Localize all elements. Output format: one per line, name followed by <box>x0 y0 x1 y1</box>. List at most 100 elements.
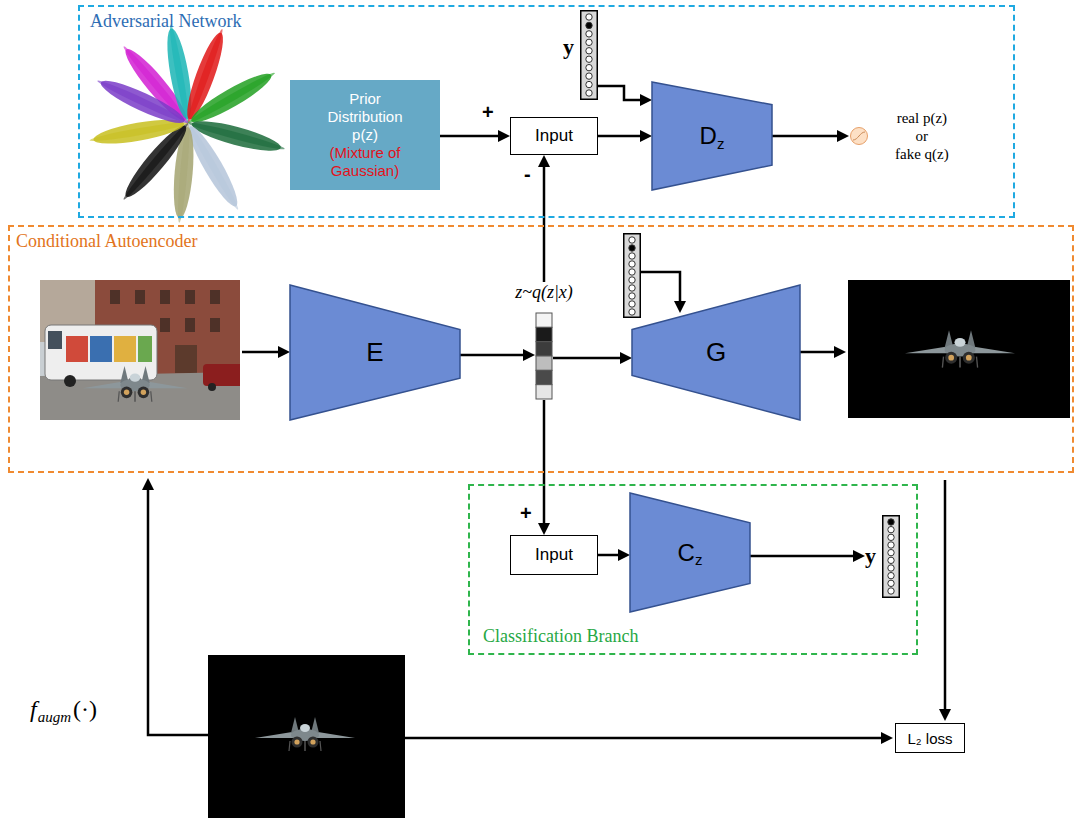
network-block <box>652 82 772 190</box>
block-label: E <box>366 337 383 368</box>
function-name: f <box>30 696 37 723</box>
latent-vector: z~q(z|x) <box>515 282 573 400</box>
latent-cell <box>536 342 552 356</box>
network-block <box>290 285 460 420</box>
vector-cell <box>888 549 894 555</box>
connector-arrow <box>553 357 624 360</box>
vector-frame <box>883 515 900 597</box>
vector-cell <box>586 39 592 45</box>
box-label: Prior Distribution p(z) <box>317 90 413 144</box>
classification-region: Input Cz yClassification Branch <box>468 484 918 655</box>
vector-cell <box>586 73 592 79</box>
latent-cell <box>536 327 552 341</box>
function-subscript: augm <box>38 709 71 726</box>
generator-block: G <box>632 285 800 420</box>
block-label: G <box>706 337 726 368</box>
network-block <box>630 493 750 612</box>
vector-cell <box>888 526 894 532</box>
classifier-block: Cz <box>630 493 750 612</box>
label-holder: Cz <box>630 493 750 612</box>
autoencoder-region: Ez~q(z|x) G Conditional Autoencoder <box>8 225 1074 473</box>
latent-label: z~q(z|x) <box>515 282 573 303</box>
target-image <box>208 655 405 818</box>
connector-arrow <box>772 135 841 138</box>
connector-arrow <box>750 555 857 558</box>
sign-label: - <box>524 163 531 185</box>
label-vector: y <box>865 515 900 598</box>
sigmoid-symbol <box>849 126 869 146</box>
vector-cell <box>888 587 894 593</box>
block-subscript: z <box>717 135 725 152</box>
sigmoid-curve <box>853 132 865 140</box>
connector-arrow <box>543 163 546 282</box>
region-title: Conditional Autoencoder <box>16 231 197 252</box>
sign-label: + <box>520 502 532 524</box>
discriminator-block: Dz <box>652 82 772 190</box>
connector-arrow <box>440 135 502 138</box>
prior-box: Prior Distribution p(z)(Mixture of Gauss… <box>290 80 440 190</box>
output-label: real p(z) <box>897 109 947 127</box>
block-subscript: z <box>695 551 703 568</box>
vector-cell <box>888 518 894 524</box>
one-hot-vector <box>580 10 598 100</box>
box-label: Input <box>535 126 573 146</box>
label-holder: E <box>290 285 460 420</box>
input-box: Input <box>510 117 598 155</box>
data-flow-arrow <box>148 272 945 738</box>
block-label: C <box>678 539 695 567</box>
label-holder: G <box>632 285 800 420</box>
label-holder: Dz <box>652 82 772 190</box>
function-argument: (·) <box>73 696 97 723</box>
vector-label: y <box>563 34 574 60</box>
input-box: Input <box>510 535 598 575</box>
block-label: D <box>700 122 717 150</box>
loss-box: L₂ loss <box>895 723 965 753</box>
label-holder: real p(z)orfake q(z) <box>895 109 949 163</box>
sigmoid-circle <box>851 128 868 145</box>
one-hot-vector <box>882 515 900 598</box>
connector-arrow <box>460 354 527 357</box>
region-title: Classification Branch <box>483 626 638 647</box>
network-block <box>632 285 800 420</box>
title-holder: Conditional Autoencoder <box>16 231 197 252</box>
gaussian-scatter <box>88 23 287 223</box>
connector-arrow <box>598 86 644 100</box>
vector-cell <box>586 22 592 28</box>
box-note: (Mixture of Gaussian) <box>317 144 413 180</box>
vector-cell <box>586 56 592 62</box>
function-label: faugm(·) <box>30 696 97 726</box>
label-vector: y <box>563 10 598 100</box>
vector-cell <box>586 81 592 87</box>
vector-cell <box>888 572 894 578</box>
label-vector <box>624 234 641 318</box>
vector-cell <box>586 64 592 70</box>
sigmoid-output: real p(z)orfake q(z) <box>849 109 949 163</box>
connector-arrow <box>598 135 644 138</box>
vector-cell <box>586 90 592 96</box>
output-label: fake q(z) <box>895 145 949 163</box>
encoder-block: E <box>290 285 460 420</box>
latent-cell <box>536 313 552 327</box>
connector-arrow <box>543 400 546 527</box>
adversarial-region: yPrior Distribution p(z)(Mixture of Gaus… <box>78 5 1015 218</box>
vector-cell <box>888 534 894 540</box>
vector-cell <box>586 48 592 54</box>
reconstruction-image <box>848 280 1070 418</box>
vector-cell <box>888 564 894 570</box>
box-label: Input <box>535 545 573 565</box>
vector-cell <box>888 580 894 586</box>
latent-cell <box>536 356 552 370</box>
region-title: Adversarial Network <box>90 11 241 32</box>
vector-label: y <box>865 543 876 569</box>
connector-arrow <box>598 554 622 557</box>
vector-cell <box>888 557 894 563</box>
title-holder: Classification Branch <box>483 626 638 647</box>
box-label: L₂ loss <box>907 730 952 747</box>
latent-cell <box>536 370 552 384</box>
vector-cell <box>586 14 592 20</box>
latent-cell <box>536 385 552 399</box>
input-photo <box>40 280 240 420</box>
